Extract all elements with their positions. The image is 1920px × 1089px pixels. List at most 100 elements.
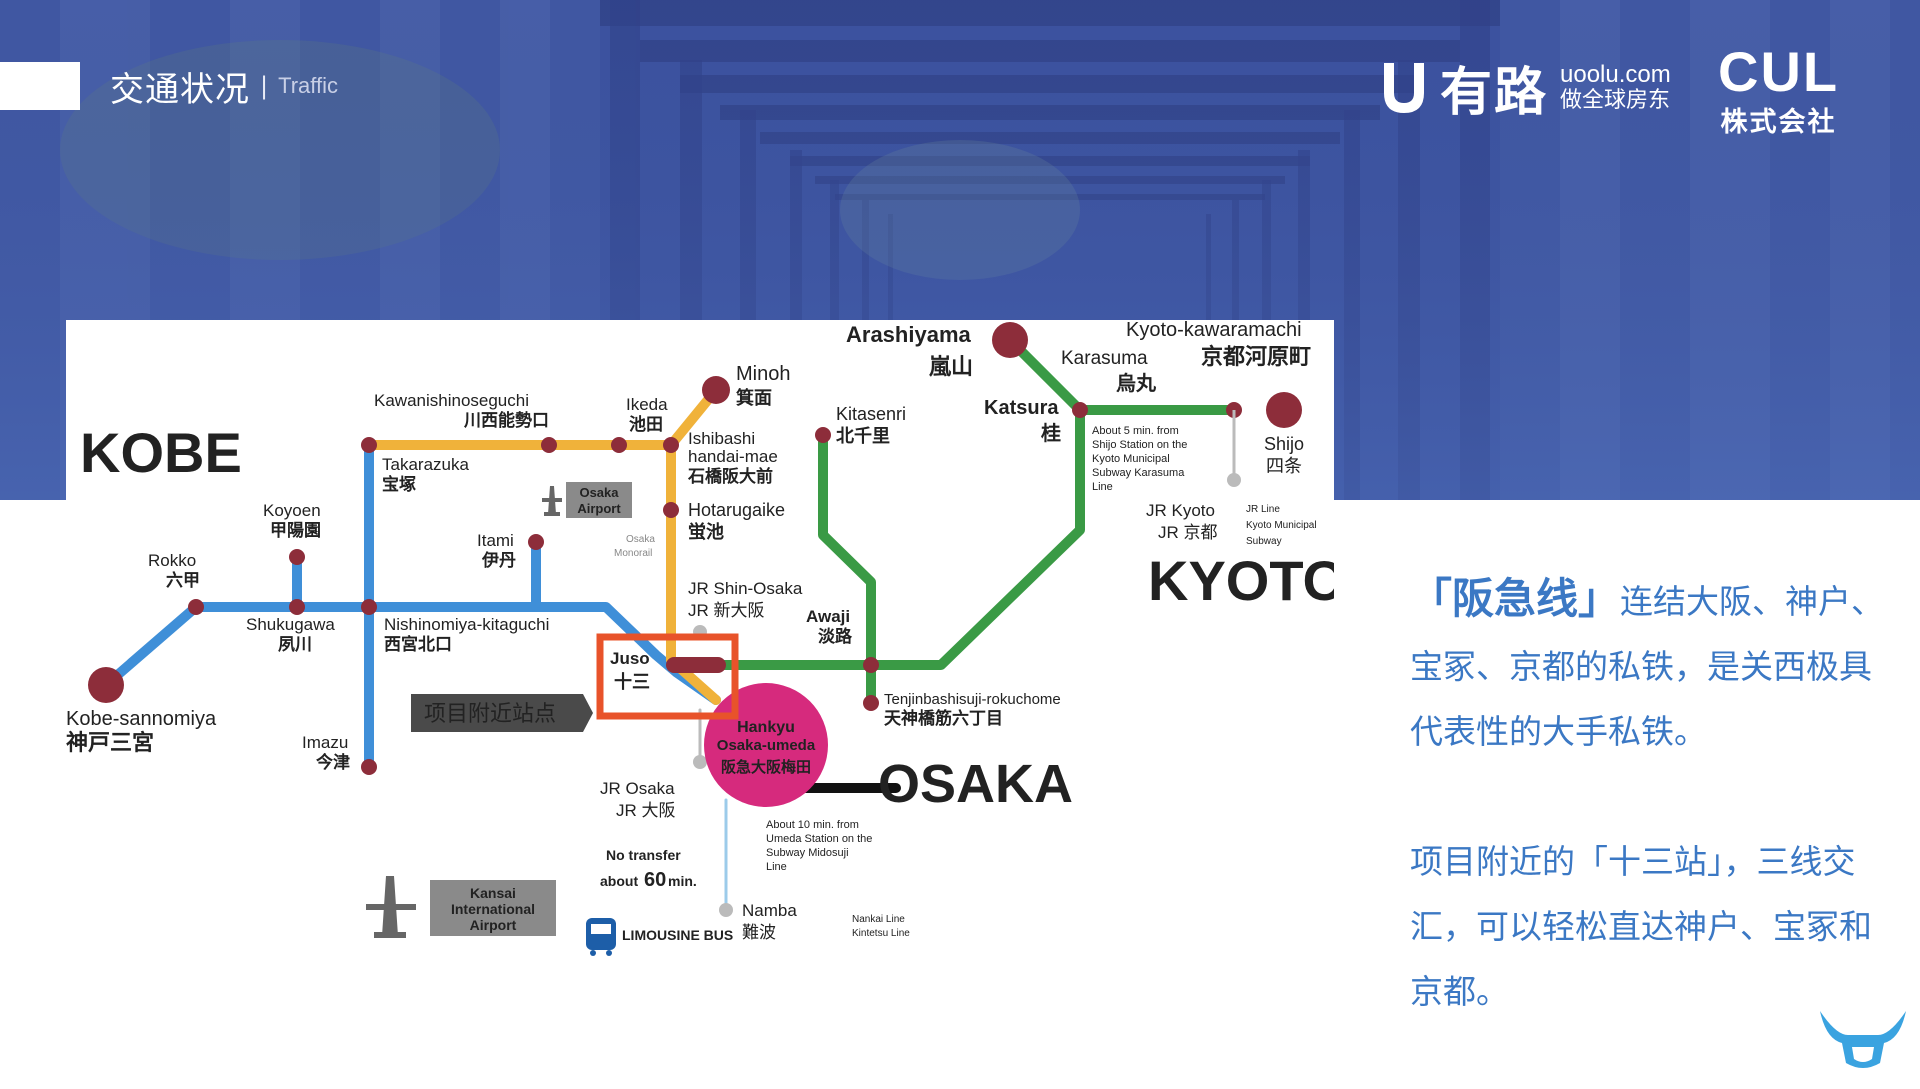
note-nankai-1: Nankai Line <box>852 914 905 925</box>
label-namba: Namba <box>742 901 797 920</box>
label-jr-kyoto-jp: JR 京都 <box>1158 523 1218 542</box>
label-kansai-1: Kansai <box>470 885 516 901</box>
label-jr-osaka: JR Osaka <box>600 779 675 798</box>
brand-name: 有路 <box>1440 63 1549 123</box>
label-hankyu: Hankyu <box>737 719 795 736</box>
label-minoh-jp: 箕面 <box>736 387 772 408</box>
section-marker <box>0 62 80 110</box>
label-hotarugaike: Hotarugaike <box>688 500 785 520</box>
label-umeda: Osaka-umeda <box>717 737 816 754</box>
bus-icon <box>586 918 616 956</box>
label-osaka-airport-1: Osaka <box>579 485 619 500</box>
station-hotarugaike <box>663 502 679 518</box>
label-jr-kyoto: JR Kyoto <box>1146 501 1215 520</box>
station-kawanishi <box>541 437 557 453</box>
label-jr-shinosaka: JR Shin-Osaka <box>688 579 803 598</box>
label-karasuma: Karasuma <box>1061 348 1148 369</box>
label-karasuma-jp: 烏丸 <box>1116 371 1157 395</box>
station-imazu <box>361 759 377 775</box>
label-takarazuka: Takarazuka <box>382 455 469 474</box>
label-kitasenri-jp: 北千里 <box>836 426 890 446</box>
note-about: about <box>600 873 638 889</box>
section-title-cn: 交通状况 <box>110 69 250 110</box>
osaka-airport-badge <box>566 482 632 518</box>
region-kobe: KOBE <box>80 421 242 484</box>
label-umeda-jp: 阪急大阪梅田 <box>721 758 811 776</box>
note-kyoto-3: Kyoto Municipal <box>1092 453 1170 465</box>
senri-line <box>818 430 876 670</box>
station-juso <box>666 657 726 673</box>
label-ishibashi: Ishibashi <box>688 429 755 448</box>
station-arashiyama <box>992 322 1028 358</box>
station-nishinomiya <box>361 599 377 615</box>
station-namba <box>719 903 733 917</box>
region-osaka: OSAKA <box>878 754 1073 814</box>
note-jr-3: Subway <box>1246 536 1282 547</box>
highlight-hankyu: 「阪急线」 <box>1410 574 1621 623</box>
note-nankai-2: Kintetsu Line <box>852 928 910 939</box>
label-nishinomiya: Nishinomiya-kitaguchi <box>384 615 549 634</box>
description-text-1: 连结大阪、神户、宝冢、京都的私铁，是关西极具代表性的大手私铁。 <box>1410 582 1885 751</box>
note-kyoto-1: About 5 min. from <box>1092 425 1179 437</box>
station-minoh <box>702 376 730 404</box>
label-ikeda-jp: 池田 <box>629 414 663 434</box>
note-kyoto-2: Shijo Station on the <box>1092 439 1187 451</box>
note-minutes: 60 <box>644 869 666 891</box>
note-jr-1: JR Line <box>1246 504 1280 515</box>
airplane-icon <box>542 486 562 516</box>
label-tenjin: Tenjinbashisuji-rokuchome <box>884 691 1061 708</box>
description-text-2: 项目附近的「十三站」，三线交汇，可以轻松直达神户、宝冢和京都。 <box>1410 842 1872 1011</box>
label-kobe-sannomiya-jp: 神戸三宮 <box>66 730 154 755</box>
station-itami <box>528 534 544 550</box>
label-katsura: Katsura <box>984 397 1059 419</box>
label-rokko-jp: 六甲 <box>166 570 200 590</box>
note-kyoto-5: Line <box>1092 481 1113 493</box>
note-monorail-1: Osaka <box>626 534 655 545</box>
label-rokko: Rokko <box>148 551 196 570</box>
label-ikeda: Ikeda <box>626 395 668 414</box>
note-jr-2: Kyoto Municipal <box>1246 520 1317 531</box>
label-itami: Itami <box>477 531 514 550</box>
label-kansai-2: International <box>451 901 535 917</box>
callout-label <box>411 694 593 732</box>
label-kawaramachi-jp: 京都河原町 <box>1201 344 1311 369</box>
note-no-transfer: No transfer <box>606 847 681 863</box>
label-juso-jp: 十三 <box>614 671 650 692</box>
station-koyoen <box>289 549 305 565</box>
station-shukugawa <box>289 599 305 615</box>
note-limousine: LIMOUSINE BUS <box>622 927 733 943</box>
station-ikeda <box>611 437 627 453</box>
label-arashiyama: Arashiyama <box>846 322 972 347</box>
airplane-icon <box>366 876 416 938</box>
label-kitasenri: Kitasenri <box>836 404 906 424</box>
kansai-airport-badge <box>430 880 556 936</box>
juso-highlight-box <box>596 633 739 720</box>
description-paragraph-1: 「阪急线」连结大阪、神户、宝冢、京都的私铁，是关西极具代表性的大手私铁。 <box>1410 566 1890 764</box>
brand-domain: uoolu.com <box>1560 61 1671 89</box>
description-panel: 「阪急线」连结大阪、神户、宝冢、京都的私铁，是关西极具代表性的大手私铁。 项目附… <box>1410 566 1890 1089</box>
note-umeda-2: Umeda Station on the <box>766 833 872 845</box>
note-umeda-4: Line <box>766 861 787 873</box>
label-takarazuka-jp: 宝塚 <box>382 474 416 494</box>
station-rokko <box>188 599 204 615</box>
label-katsura-jp: 桂 <box>1040 421 1061 445</box>
label-ishibashi-jp: 石橋阪大前 <box>687 466 773 486</box>
label-shijo-jp: 四条 <box>1266 456 1302 476</box>
callout-text: 项目附近站点 <box>424 701 556 726</box>
takarazuka-line <box>364 440 721 705</box>
note-kyoto-4: Subway Karasuma <box>1092 467 1185 479</box>
label-kawaramachi: Kyoto-kawaramachi <box>1126 320 1302 341</box>
uoolu-mark-icon <box>1384 62 1424 113</box>
bull-logo-icon <box>1820 1011 1906 1068</box>
label-awaji-jp: 淡路 <box>818 626 853 646</box>
torii-tunnel-illustration <box>0 0 1920 500</box>
cul-logo: CUL 株式会社 <box>1718 44 1839 139</box>
label-ishibashi-2: handai-mae <box>688 447 778 466</box>
hankyu-route-map: KOBE KYOTO OSAKA Arashiyama 嵐山 Kyoto-kaw… <box>66 320 1334 956</box>
station-jr-osaka <box>693 755 707 769</box>
label-kawanishi-jp: 川西能勢口 <box>463 410 549 430</box>
label-koyoen-jp: 甲陽園 <box>270 521 321 540</box>
label-arashiyama-jp: 嵐山 <box>929 354 973 379</box>
label-namba-jp: 難波 <box>742 923 776 942</box>
section-title: 交通状况 | Traffic <box>110 62 338 110</box>
